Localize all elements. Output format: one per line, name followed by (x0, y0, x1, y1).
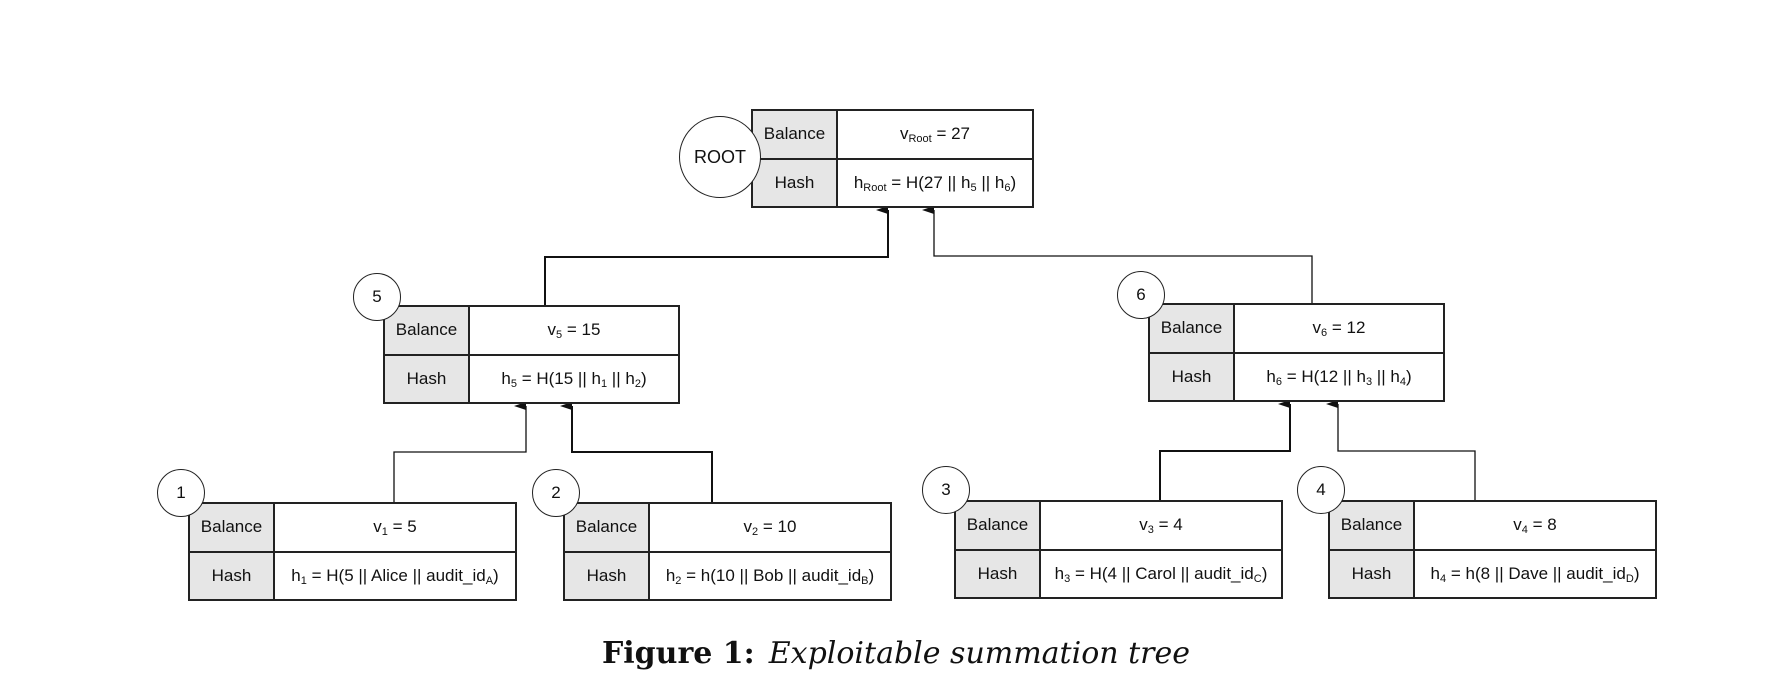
n6-balance-value: v6 = 12 (1233, 303, 1445, 354)
n5-hash-value: h5 = H(15 || h1 || h2) (468, 353, 680, 404)
edge-n2-n5 (560, 402, 713, 502)
balance-label: Balance (563, 502, 650, 553)
node-2-badge: 2 (532, 469, 580, 517)
node-2: Balance v2 = 10 Hash h2 = h(10 || Bob ||… (563, 502, 892, 601)
node-3: Balance v3 = 4 Hash h3 = H(4 || Carol ||… (954, 500, 1283, 599)
node-1: Balance v1 = 5 Hash h1 = H(5 || Alice ||… (188, 502, 517, 601)
hash-label: Hash (383, 353, 470, 404)
balance-label: Balance (954, 500, 1041, 551)
n1-hash-value: h1 = H(5 || Alice || audit_idA) (273, 550, 517, 601)
node-4: Balance v4 = 8 Hash h4 = h(8 || Dave || … (1328, 500, 1657, 599)
node-5: Balance v5 = 15 Hash h5 = H(15 || h1 || … (383, 305, 680, 404)
n4-balance-value: v4 = 8 (1413, 500, 1657, 551)
n6-hash-value: h6 = H(12 || h3 || h4) (1233, 351, 1445, 402)
node-3-badge: 3 (922, 466, 970, 514)
balance-label: Balance (751, 109, 838, 160)
balance-label: Balance (1148, 303, 1235, 354)
figure-caption: Figure 1: Exploitable summation tree (0, 636, 1792, 671)
hash-label: Hash (188, 550, 275, 601)
node-root-badge: ROOT (679, 116, 761, 198)
root-hash-value: hRoot = H(27 || h5 || h6) (836, 157, 1034, 208)
figure-label: Figure 1: (601, 636, 755, 671)
edge-n1-n5 (393, 402, 527, 502)
balance-label: Balance (1328, 500, 1415, 551)
edge-n5-root (544, 206, 889, 305)
hash-label: Hash (1148, 351, 1235, 402)
balance-label: Balance (383, 305, 470, 356)
n3-hash-value: h3 = H(4 || Carol || audit_idC) (1039, 548, 1283, 599)
n2-hash-value: h2 = h(10 || Bob || audit_idB) (648, 550, 892, 601)
edge-n6-root (922, 206, 1313, 303)
figure-caption-text: Exploitable summation tree (768, 636, 1191, 671)
hash-label: Hash (563, 550, 650, 601)
node-1-badge: 1 (157, 469, 205, 517)
edge-n4-n6 (1326, 400, 1476, 500)
node-5-badge: 5 (353, 273, 401, 321)
node-root: Balance vRoot = 27 Hash hRoot = H(27 || … (751, 109, 1034, 208)
n5-balance-value: v5 = 15 (468, 305, 680, 356)
hash-label: Hash (1328, 548, 1415, 599)
hash-label: Hash (751, 157, 838, 208)
n3-balance-value: v3 = 4 (1039, 500, 1283, 551)
edge-n3-n6 (1159, 400, 1291, 500)
node-6: Balance v6 = 12 Hash h6 = H(12 || h3 || … (1148, 303, 1445, 402)
balance-label: Balance (188, 502, 275, 553)
node-4-badge: 4 (1297, 466, 1345, 514)
n4-hash-value: h4 = h(8 || Dave || audit_idD) (1413, 548, 1657, 599)
node-6-badge: 6 (1117, 271, 1165, 319)
hash-label: Hash (954, 548, 1041, 599)
n2-balance-value: v2 = 10 (648, 502, 892, 553)
n1-balance-value: v1 = 5 (273, 502, 517, 553)
root-balance-value: vRoot = 27 (836, 109, 1034, 160)
